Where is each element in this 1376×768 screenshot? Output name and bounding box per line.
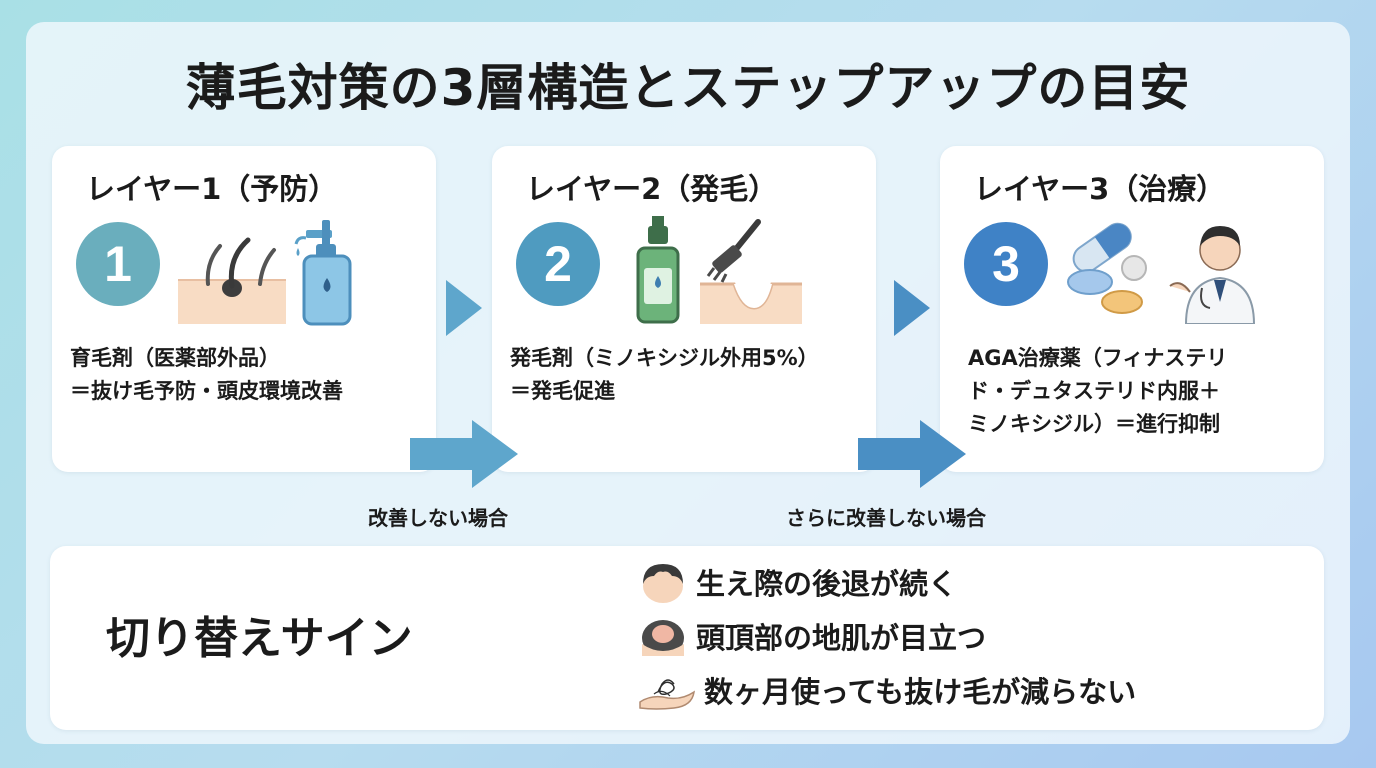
condition-label-1: 改善しない場合	[368, 506, 508, 530]
layer-2-number-badge: 2	[516, 222, 600, 306]
layer-2-description-line: ＝発毛促進	[510, 379, 615, 403]
layer-3-description-line: ド・デュタステリド内服＋	[968, 379, 1220, 403]
step-up-arrow-icon	[858, 420, 966, 488]
dropper-bottle-icon	[636, 216, 680, 324]
scalp-hair-icon	[178, 237, 286, 324]
layer-3-description: AGA治療薬（フィナステリ ド・デュタステリド内服＋ ミノキシジル）＝進行抑制	[940, 342, 1324, 441]
layer-2-description-line: 発毛剤（ミノキシジル外用5%）	[510, 346, 819, 370]
layer-2-heading: レイヤー2（発毛）	[526, 172, 778, 206]
layer-1-heading: レイヤー1（予防）	[86, 172, 338, 206]
layer-1-description-line: ＝抜け毛予防・頭皮環境改善	[70, 379, 343, 403]
chevron-right-icon	[446, 280, 482, 336]
layer-3-description-line: AGA治療薬（フィナステリ	[968, 346, 1228, 370]
layer-2-description: 発毛剤（ミノキシジル外用5%） ＝発毛促進	[492, 342, 876, 408]
crown-thinning-icon	[642, 620, 684, 656]
receding-hairline-icon	[643, 564, 683, 603]
sign-text: 生え際の後退が続く	[696, 567, 958, 601]
sign-item: 数ヶ月使っても抜け毛が減らない	[638, 668, 1136, 712]
chevron-right-icon	[894, 280, 930, 336]
layer-1-description: 育毛剤（医薬部外品） ＝抜け毛予防・頭皮環境改善	[52, 342, 436, 408]
layer-3-description-line: ミノキシジル）＝進行抑制	[968, 412, 1220, 436]
layer-2-card: レイヤー2（発毛） 2 発毛剤（ミノキシジル外用5%） ＝発毛促進	[492, 146, 876, 472]
scalp-applicator-icon	[700, 219, 802, 324]
pills-icon	[1067, 222, 1147, 314]
switch-signs-title: 切り替えサイン	[106, 613, 413, 664]
layer-3-number-badge: 3	[964, 222, 1048, 306]
step-up-arrow-icon	[410, 420, 518, 488]
sign-item: 生え際の後退が続く	[638, 560, 957, 604]
layer-1-number-badge: 1	[76, 222, 160, 306]
page-title: 薄毛対策の3層構造とステップアップの目安	[185, 59, 1191, 117]
condition-label-2: さらに改善しない場合	[786, 506, 986, 530]
doctor-icon	[1169, 226, 1256, 324]
sign-text: 頭頂部の地肌が目立つ	[696, 621, 987, 655]
lotion-bottle-icon	[294, 220, 352, 326]
sign-item: 頭頂部の地肌が目立つ	[638, 614, 986, 658]
sign-text: 数ヶ月使っても抜け毛が減らない	[704, 675, 1137, 709]
layer-3-heading: レイヤー3（治療）	[974, 172, 1226, 206]
hair-in-hand-icon	[639, 679, 695, 710]
layer-1-card: レイヤー1（予防） 1 育毛剤（医薬部外品） ＝抜け毛予防・頭皮環境改善	[52, 146, 436, 472]
switch-signs-panel: 切り替えサイン 生え際の後退が続く 頭頂部の地肌が目立つ 数ヶ月使っても抜け毛が…	[50, 546, 1324, 730]
layer-3-card: レイヤー3（治療） 3 AGA治療薬（フィナステリ ド・デュタステリド内服＋ ミ…	[940, 146, 1324, 472]
layer-1-description-line: 育毛剤（医薬部外品）	[70, 346, 280, 370]
